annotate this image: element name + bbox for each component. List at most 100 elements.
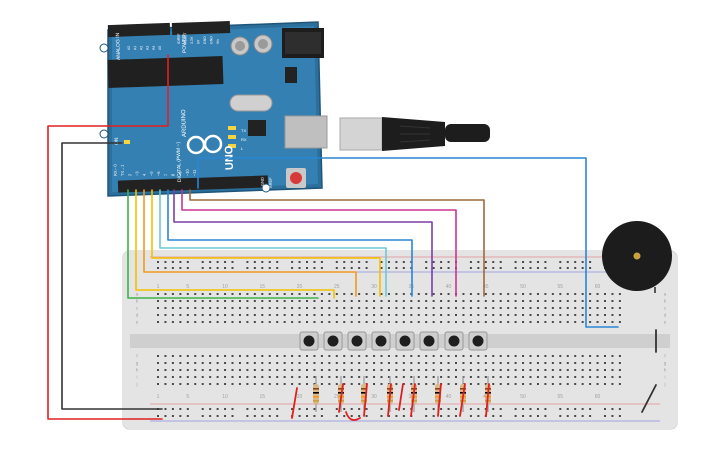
jumper-red-loop[interactable] (345, 411, 361, 421)
breadboard-hole (536, 376, 539, 378)
push-button[interactable] (419, 331, 439, 351)
breadboard-hole (432, 383, 435, 385)
breadboard-hole (179, 261, 182, 263)
breadboard-hole (440, 307, 443, 309)
wire-gnd-black[interactable] (61, 142, 163, 410)
breadboard-hole (365, 362, 368, 364)
column-number-bottom: 10 (222, 394, 228, 400)
breadboard-hole (358, 267, 361, 269)
breadboard-hole (358, 408, 361, 410)
breadboard-hole (618, 307, 621, 309)
push-button[interactable] (444, 331, 464, 351)
breadboard-hole (313, 376, 316, 378)
breadboard-hole (469, 261, 472, 263)
jumper-red[interactable] (363, 383, 368, 417)
breadboard-hole (365, 307, 368, 309)
wire-pin8-purple[interactable] (173, 189, 433, 297)
breadboard-hole (246, 383, 249, 385)
breadboard-hole (514, 355, 517, 357)
usb-cable[interactable] (284, 115, 490, 151)
push-button[interactable] (347, 331, 367, 351)
breadboard-hole (544, 300, 547, 302)
breadboard-hole (194, 355, 197, 357)
breadboard-hole (238, 383, 241, 385)
jumper-red[interactable] (291, 387, 298, 419)
breadboard-hole (387, 415, 390, 417)
push-buttons[interactable] (299, 331, 488, 351)
breadboard-hole (291, 261, 294, 263)
push-button[interactable] (395, 331, 415, 351)
breadboard-hole (186, 261, 189, 263)
breadboard-hole (551, 369, 554, 371)
wires[interactable] (47, 54, 657, 421)
breadboard-hole (611, 355, 614, 357)
breadboard-hole (313, 362, 316, 364)
pin-label: A1 (133, 46, 137, 50)
breadboard-hole (529, 307, 532, 309)
breadboard-hole (492, 369, 495, 371)
breadboard-hole (246, 300, 249, 302)
wire-pin7-blue[interactable] (167, 189, 413, 297)
row-letter-left: b (136, 299, 139, 304)
wire-pin4-orange[interactable] (143, 189, 357, 297)
row-letter-left: h (136, 368, 139, 373)
breadboard-hole (313, 267, 316, 269)
wire-pin6-cyan[interactable] (159, 189, 387, 297)
pin-label: A3 (145, 46, 149, 50)
breadboard-hole (589, 321, 592, 323)
jumper-red[interactable] (410, 383, 416, 417)
breadboard-hole (253, 261, 256, 263)
breadboard-hole (402, 415, 405, 417)
breadboard-hole (410, 383, 413, 385)
breadboard-hole (387, 300, 390, 302)
breadboard-hole (231, 355, 234, 357)
jumper-red[interactable] (338, 383, 344, 413)
wire-pin11-buzzer-blue[interactable] (197, 157, 619, 328)
jumper-gnd-black-2[interactable] (641, 384, 657, 413)
jumper-red[interactable] (387, 383, 392, 417)
push-button[interactable] (299, 331, 319, 351)
breadboard-hole (469, 376, 472, 378)
breadboard-hole (596, 321, 599, 323)
breadboard-hole (298, 314, 301, 316)
jumper-red[interactable] (398, 383, 404, 411)
breadboard-hole (507, 307, 510, 309)
breadboard-hole (268, 362, 271, 364)
breadboard-hole (536, 408, 539, 410)
push-button[interactable] (371, 331, 391, 351)
push-button[interactable] (468, 331, 488, 351)
breadboard-hole (306, 383, 308, 385)
breadboard-hole (492, 355, 495, 357)
breadboard-hole (186, 293, 189, 295)
breadboard-hole (522, 293, 525, 295)
breadboard-hole (536, 362, 539, 364)
piezo-buzzer[interactable] (602, 221, 672, 291)
wire-pin5-yellow2[interactable] (151, 189, 381, 297)
wire-5v-red[interactable] (47, 54, 169, 420)
breadboard-hole (358, 362, 361, 364)
wire-pin10-brown[interactable] (189, 189, 485, 297)
jumper-red[interactable] (459, 383, 466, 417)
breadboard-hole (179, 383, 182, 385)
wire-pin9-magenta[interactable] (181, 189, 457, 297)
wire-pin3-yellow[interactable] (135, 189, 335, 299)
wire-pin2-green[interactable] (127, 189, 319, 299)
breadboard-hole (514, 376, 517, 378)
breadboard-hole (313, 300, 316, 302)
breadboard-hole (410, 321, 413, 323)
jumper-red[interactable] (437, 383, 442, 417)
breadboard-hole (522, 314, 525, 316)
column-number-top: 15 (260, 284, 266, 290)
breadboard-hole (522, 267, 525, 269)
breadboard-hole (335, 293, 338, 295)
jumper-red[interactable] (485, 383, 490, 417)
breadboard-hole (238, 369, 241, 371)
breadboard-hole (529, 415, 532, 417)
breadboard-hole (380, 376, 383, 378)
arduino-uno-board[interactable]: ARDUINO UNO DIGITAL (PWM ~) POWER ANALOG… (99, 20, 324, 197)
breadboard-hole (410, 369, 413, 371)
breadboard-hole (589, 355, 592, 357)
breadboard-hole (589, 362, 592, 364)
push-button[interactable] (323, 331, 343, 351)
breadboard-hole (343, 300, 346, 302)
